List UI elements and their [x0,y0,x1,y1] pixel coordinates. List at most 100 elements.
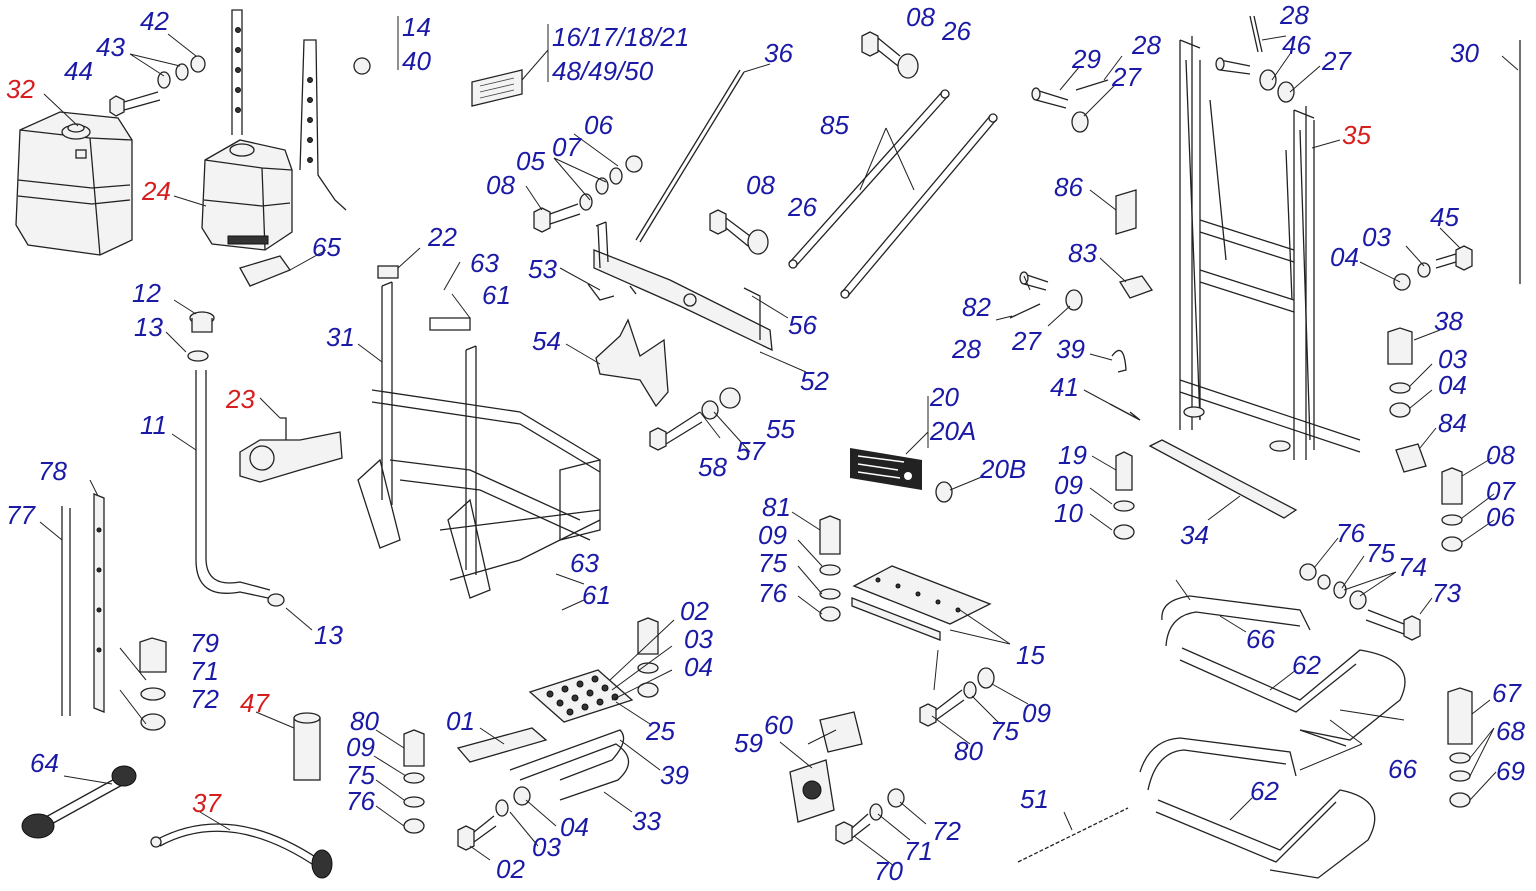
label-10: 10 [1054,498,1083,528]
rail-15-drawing [851,565,992,641]
label-13a: 13 [134,312,163,342]
bolt-80-right-drawing [919,667,995,727]
label-20B: 20B [979,454,1026,484]
block-83-drawing [1118,275,1154,299]
label-51: 51 [1020,784,1049,814]
label-52: 52 [800,366,829,396]
label-27c: 27 [1011,326,1042,356]
mast-35-drawing [1179,36,1361,460]
ball-14-drawing [353,57,371,75]
label-76c: 76 [1336,518,1365,548]
label-28a: 28 [1279,0,1309,30]
label-29: 29 [1071,44,1101,74]
label-63b: 63 [570,548,599,578]
label-64: 64 [30,748,59,778]
label-58: 58 [698,452,727,482]
label-40: 40 [402,46,431,76]
label-47: 47 [240,688,270,718]
bolt-81-drawing [819,515,841,622]
label-04a: 04 [684,652,713,682]
hose-37-drawing [150,823,333,879]
label-48-50: 48/49/50 [552,56,654,86]
beam-34-drawing [1148,439,1298,519]
decal-16-drawing [471,69,523,107]
label-34: 34 [1180,520,1209,550]
bolt-45-drawing [1393,245,1473,291]
label-05: 05 [516,146,545,176]
label-22: 22 [427,222,457,252]
bolt-80-drawing [403,729,425,834]
bolt-set-42-drawing [109,55,206,117]
label-56: 56 [788,310,817,340]
bracket-54-drawing [595,318,669,408]
block-86-drawing [1115,189,1137,235]
label-04c: 04 [1330,242,1359,272]
label-07b: 07 [1486,476,1516,506]
part-labels: 42 43 44 32 24 65 14 40 16/17/18/21 48/4… [6,0,1525,886]
label-39a: 39 [660,760,689,790]
pin-set-28-drawing [1031,15,1295,133]
label-09a: 09 [346,732,375,762]
bolt-02-upper-drawing [637,617,659,698]
label-77: 77 [6,500,36,530]
step-plate-25-drawing [528,669,634,723]
label-85: 85 [820,110,849,140]
label-36: 36 [764,38,793,68]
bolt-38-drawing [1387,327,1413,418]
label-66a: 66 [1246,624,1275,654]
label-82: 82 [962,292,991,322]
label-74: 74 [1398,552,1427,582]
frame-31-drawing [357,265,601,599]
rod-36-drawing [635,69,745,243]
label-02b: 02 [496,854,525,884]
label-09d: 09 [1054,470,1083,500]
tank-32-drawing [15,111,133,256]
label-68: 68 [1496,716,1525,746]
bolt-55-58-drawing [649,387,741,451]
bracket-01-drawing [456,727,548,763]
label-66b: 66 [1388,754,1417,784]
label-11: 11 [140,410,167,440]
label-28b: 28 [1131,30,1161,60]
label-61a: 61 [482,280,511,310]
label-14: 14 [402,12,431,42]
bolt-70-drawing [835,788,905,845]
guard-66-62-lower-drawing [1139,737,1376,879]
label-62b: 62 [1250,776,1279,806]
label-83: 83 [1068,238,1097,268]
label-53: 53 [528,254,557,284]
bolt-73-drawing [1299,563,1421,641]
guard-66-62-upper-drawing [1161,595,1406,747]
tank-24-drawing [201,9,347,251]
bolt-19-drawing [1113,451,1135,540]
label-03b: 03 [532,832,561,862]
label-32: 32 [6,74,35,104]
clip-41-drawing [1109,403,1141,421]
label-71b: 71 [904,836,933,866]
label-73: 73 [1432,578,1461,608]
label-26b: 26 [787,192,817,222]
label-78: 78 [38,456,67,486]
label-37: 37 [192,788,222,818]
label-54: 54 [532,326,561,356]
label-75d: 75 [1366,538,1395,568]
link-85-drawing [788,89,998,299]
label-02a: 02 [680,596,709,626]
bolt-08-26-lower-drawing [709,209,769,255]
label-23: 23 [225,384,255,414]
label-04d: 04 [1438,370,1467,400]
label-67: 67 [1492,678,1522,708]
label-01: 01 [446,706,475,736]
label-33: 33 [632,806,661,836]
label-45: 45 [1430,202,1459,232]
bushing-20B-drawing [935,481,953,503]
label-09c: 09 [1022,698,1051,728]
label-19: 19 [1058,440,1087,470]
bolt-02-lower-drawing [457,786,531,851]
label-16-21: 16/17/18/21 [552,22,689,52]
label-27b: 27 [1111,62,1142,92]
label-04b: 04 [560,812,589,842]
bolt-05-08-drawing [533,155,643,233]
label-55: 55 [766,414,795,444]
label-20A: 20A [929,416,976,446]
